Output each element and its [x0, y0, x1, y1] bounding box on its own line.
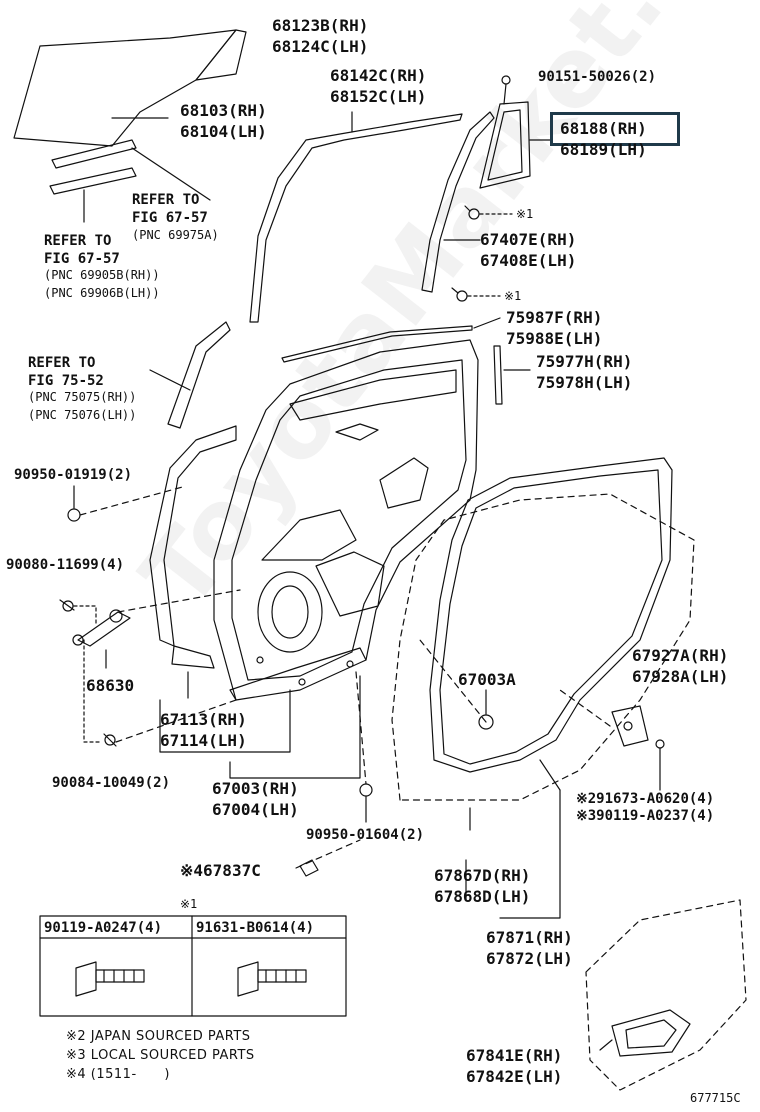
note-japan-sourced: ※2 JAPAN SOURCED PARTS: [66, 1029, 251, 1044]
refer-note-1-line-3: (PNC 69975A): [132, 228, 219, 242]
label-90080-11699: 90080-11699(4): [6, 557, 125, 573]
label-75977h: 75977H(RH): [536, 352, 633, 371]
bolt-90080: [59, 599, 75, 612]
label-90950-01919: 90950-01919(2): [14, 467, 133, 483]
pillar-molding: [493, 345, 503, 405]
inset-door-outline: [585, 899, 747, 1091]
label-67004: 67004(LH): [212, 800, 299, 819]
mark-1-table: ※1: [180, 897, 198, 911]
label-67003a: 67003A: [458, 670, 516, 689]
label-90151-50026: 90151-50026(2): [538, 69, 657, 85]
label-75987f: 75987F(RH): [506, 308, 603, 327]
bolt-91631-b0614: [237, 961, 307, 997]
label-67927a: 67927A(RH): [632, 646, 729, 665]
label-91673-a0620: ※291673-A0620(4): [576, 791, 715, 807]
belt-molding: [281, 325, 473, 363]
refer-note-1-line-1: REFER TO: [132, 192, 200, 208]
mark-1-upper: ※1: [516, 207, 534, 221]
refer-note-2-line-3: (PNC 69905B(RH)): [44, 268, 160, 282]
label-90084-10049: 90084-10049(2): [52, 775, 171, 791]
label-67114: 67114(LH): [160, 731, 247, 750]
highlight-box: [550, 112, 680, 146]
label-67003: 67003(RH): [212, 779, 299, 798]
quarter-window: [479, 101, 531, 189]
label-67872: 67872(LH): [486, 949, 573, 968]
label-68630: 68630: [86, 676, 135, 695]
door-panel: [213, 339, 479, 701]
label-90950-01604: 90950-01604(2): [306, 827, 425, 843]
belt-strip-upper: [51, 139, 137, 169]
screw-upper: [464, 205, 480, 220]
bolt-table: [39, 915, 347, 1017]
plug-67003a: [478, 714, 494, 730]
door-outer-skin: [149, 425, 237, 647]
label-90119-a0237: ※390119-A0237(4): [576, 808, 715, 824]
label-67837c: ※467837C: [180, 861, 261, 880]
label-68188: 68188(RH): [560, 119, 647, 138]
figure-id: 677715C: [690, 1091, 741, 1105]
pillar-garnish: [167, 321, 231, 429]
refer-note-1-line-2: FIG 67-57: [132, 210, 208, 226]
label-67407e: 67407E(RH): [480, 230, 577, 249]
striker-bolt: [655, 739, 665, 749]
label-67842e: 67842E(LH): [466, 1067, 563, 1086]
note-4: ※4 (1511- ): [66, 1067, 171, 1082]
bolt-90119-a0247: [75, 961, 145, 997]
label-67871: 67871(RH): [486, 928, 573, 947]
glass-run: [249, 113, 463, 323]
division-bar: [421, 111, 495, 293]
refer-note-3-line-4: (PNC 75076(LH)): [28, 408, 137, 422]
clip-67837c: [299, 859, 319, 877]
label-75988e: 75988E(LH): [506, 329, 603, 348]
inside-handle: [611, 1009, 691, 1057]
label-67113: 67113(RH): [160, 710, 247, 729]
label-68142c: 68142C(RH): [330, 66, 427, 85]
table-header-90119-a0247: 90119-A0247(4): [44, 920, 163, 936]
label-68104: 68104(LH): [180, 122, 267, 141]
clip-90950-01919: [67, 508, 81, 522]
note-local-sourced: ※3 LOCAL SOURCED PARTS: [66, 1048, 255, 1063]
label-68103: 68103(RH): [180, 101, 267, 120]
label-68123b: 68123B(RH): [272, 16, 369, 35]
table-header-91631-b0614: 91631-B0614(4): [196, 920, 315, 936]
door-check: [72, 609, 131, 647]
label-67867d: 67867D(RH): [434, 866, 531, 885]
refer-note-3-line-1: REFER TO: [28, 355, 96, 371]
label-75978h: 75978H(LH): [536, 373, 633, 392]
label-67868d: 67868D(LH): [434, 887, 531, 906]
striker: [611, 705, 649, 747]
mark-1-lower: ※1: [504, 289, 522, 303]
door-weatherstrip: [429, 457, 673, 773]
label-68189: 68189(LH): [560, 140, 647, 159]
label-68124c: 68124C(LH): [272, 37, 369, 56]
refer-note-3-line-3: (PNC 75075(RH)): [28, 390, 137, 404]
refer-note-2-line-4: (PNC 69906B(LH)): [44, 286, 160, 300]
label-68152c: 68152C(LH): [330, 87, 427, 106]
refer-note-2-line-1: REFER TO: [44, 233, 112, 249]
refer-note-3-line-2: FIG 75-52: [28, 373, 104, 389]
screw-lower: [451, 287, 468, 302]
clip-90950-01604: [359, 783, 373, 797]
label-67408e: 67408E(LH): [480, 251, 577, 270]
label-67928a: 67928A(LH): [632, 667, 729, 686]
quarter-glass-68123b: [195, 29, 247, 81]
label-67841e: 67841E(RH): [466, 1046, 563, 1065]
refer-note-2-line-2: FIG 67-57: [44, 251, 120, 267]
bolt-90084: [103, 733, 117, 747]
belt-strip-lower: [49, 167, 137, 195]
